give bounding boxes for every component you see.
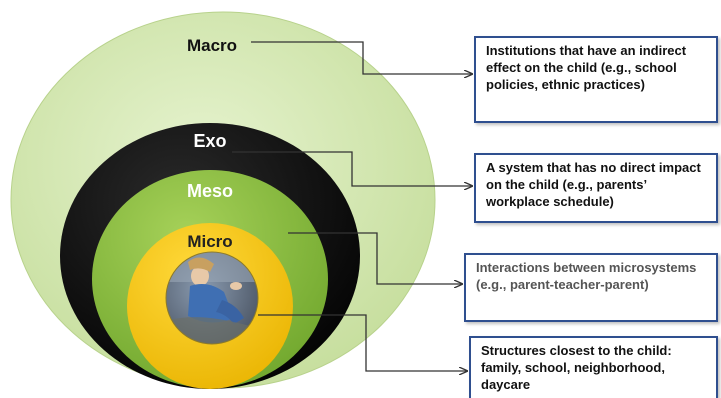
- macro-description-box: Institutions that have an indirect effec…: [474, 36, 718, 123]
- macro-label: Macro: [187, 36, 237, 55]
- micro-connector: [258, 314, 467, 371]
- macro-connector: [251, 41, 472, 74]
- meso-description-box: Interactions between microsystems (e.g.,…: [464, 253, 718, 322]
- exo-description-box: A system that has no direct impact on th…: [474, 153, 718, 223]
- meso-connector: [288, 232, 462, 284]
- child-photo: [165, 251, 259, 345]
- exo-description-text: A system that has no direct impact on th…: [486, 160, 701, 209]
- micro-description-text: Structures closest to the child: family,…: [481, 343, 672, 392]
- meso-description-text: Interactions between microsystems (e.g.,…: [476, 260, 697, 292]
- micro-description-box: Structures closest to the child: family,…: [469, 336, 718, 398]
- meso-label: Meso: [187, 181, 233, 201]
- micro-label: Micro: [187, 232, 232, 251]
- exo-connector: [232, 151, 472, 186]
- macro-description-text: Institutions that have an indirect effec…: [486, 43, 687, 92]
- exo-label: Exo: [193, 131, 226, 151]
